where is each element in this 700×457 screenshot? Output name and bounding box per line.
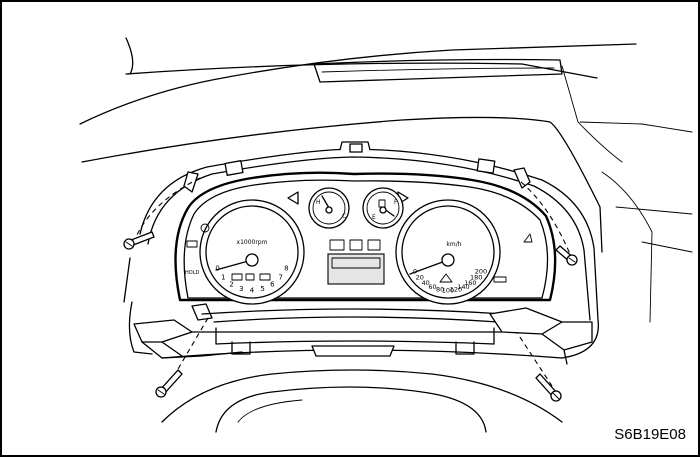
speedo-tick-20: 20 [416,274,424,282]
speedo-tick-120: 120 [450,285,462,293]
speedo-tick-180: 180 [470,274,482,282]
tach-tick-7: 7 [278,274,282,282]
speedo-tick-140: 140 [457,283,469,291]
tach-tick-0: 0 [215,265,219,273]
upper-clips [183,158,531,193]
speedo-tick-60: 60 [428,283,436,291]
screw-upper-left [123,231,155,250]
hold-label: HOLD [185,270,199,276]
tach-tick-8: 8 [284,265,288,273]
tach-unit: x1000rpm [237,239,268,246]
figure-code: S6B19E08 [614,426,686,443]
steering-column-shroud [161,369,563,433]
defrost-vent [313,58,563,83]
screw-lower-right [535,373,562,402]
fuel-e-label: E [372,214,376,221]
fuel-gauge: F E [362,187,404,229]
temp-h-label: H [316,199,321,206]
temperature-gauge: H C [308,187,350,229]
speedo-tick-160: 160 [464,279,476,287]
tach-tick-3: 3 [239,285,243,293]
tach-tick-2: 2 [229,281,233,289]
tach-tick-6: 6 [270,281,275,289]
speedo-tick-200: 200 [475,267,487,275]
speedo-tick-40: 40 [422,279,430,287]
dashboard-outline [79,37,693,323]
fuel-f-label: F [394,199,398,206]
speedo-tick-100: 100 [442,286,454,294]
tach-tick-4: 4 [250,286,255,294]
temp-c-label: C [342,213,346,220]
tach-tick-1: 1 [221,274,225,282]
lower-trim [133,303,593,365]
screw-upper-right [555,245,578,266]
tach-tick-5: 5 [260,285,264,293]
screw-lower-left [155,369,183,398]
housing-top-tab [339,141,371,153]
tach-warning-icons [231,273,271,281]
instrument-cluster [174,171,557,302]
speedo-tick-80: 80 [436,285,444,293]
speedo-tick-0: 0 [413,267,417,275]
center-display [327,239,385,285]
speedo-unit: km/h [446,241,461,248]
side-warning-icons: HOLD [185,223,533,283]
